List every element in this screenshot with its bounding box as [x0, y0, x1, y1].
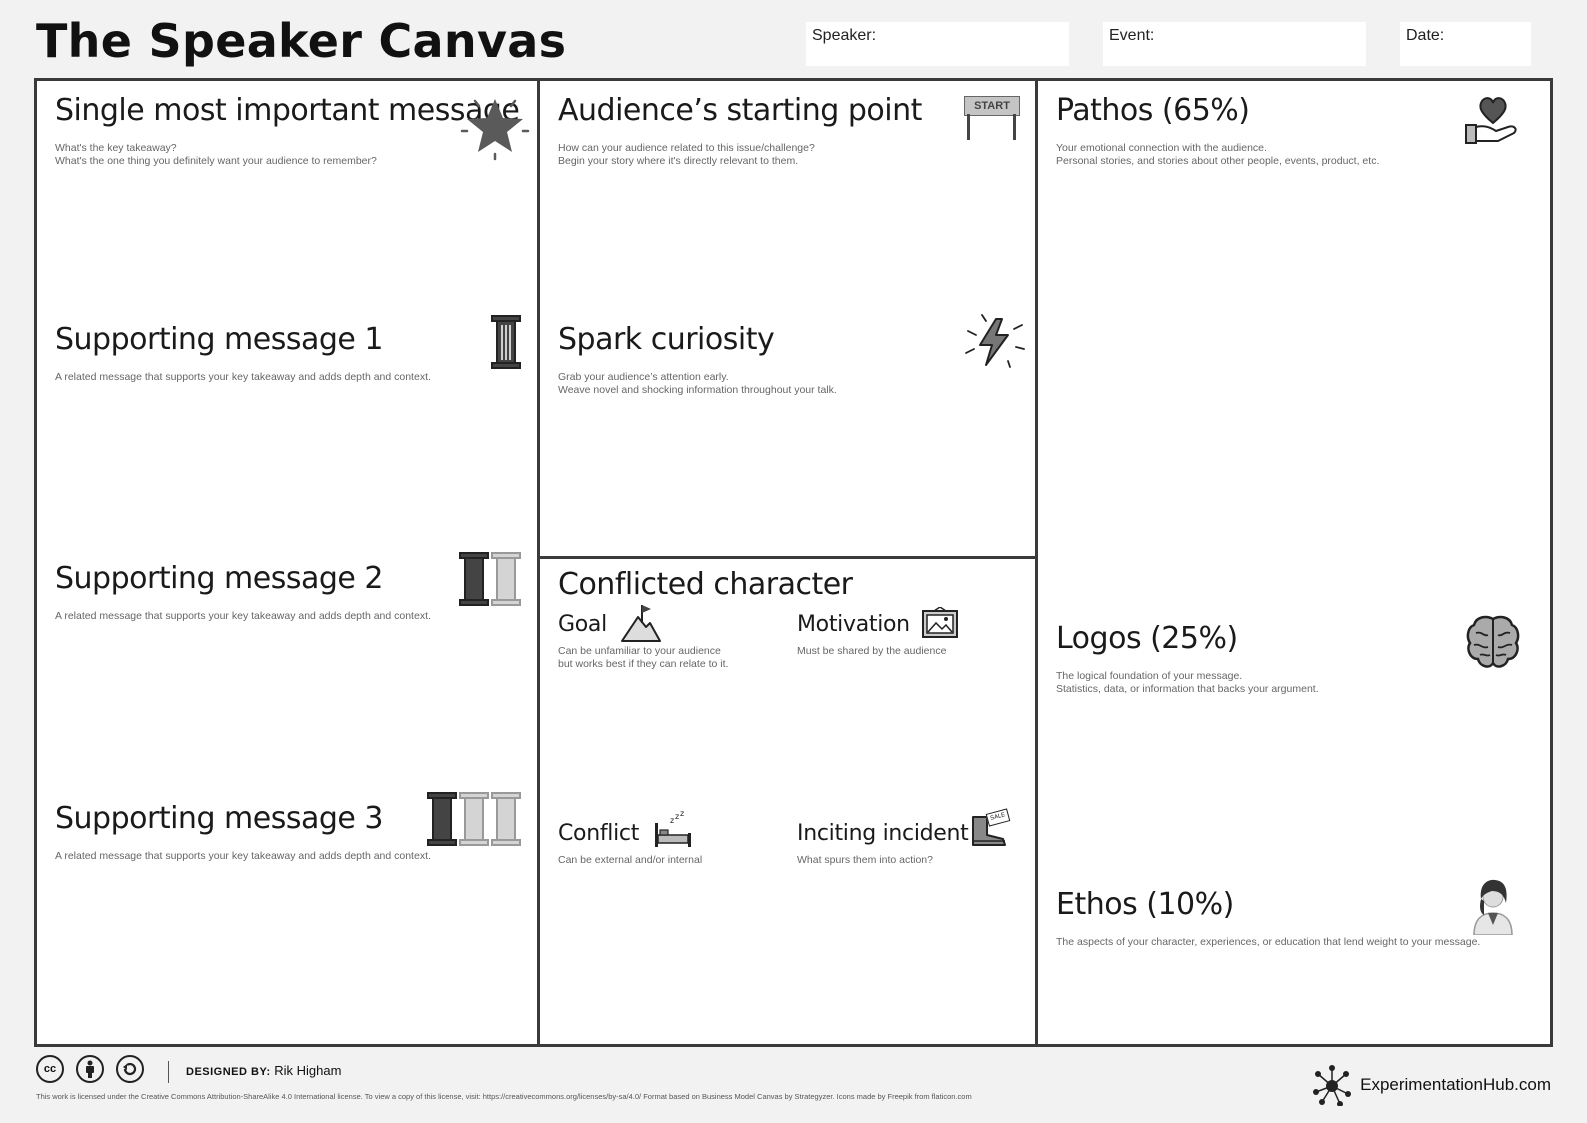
lightning-icon: [965, 314, 1025, 368]
date-label: Date:: [1406, 27, 1445, 44]
by-icon: [76, 1055, 104, 1083]
boot-icon: SALE: [969, 808, 1011, 851]
brain-icon: [1466, 615, 1520, 668]
canvas-board: Single most important message What's the…: [34, 78, 1553, 1047]
main-message-subtext: What's the key takeaway? What's the one …: [55, 142, 377, 167]
conflicted-character-section[interactable]: Conflicted character: [558, 567, 1021, 602]
supporting-message-2-section[interactable]: Supporting message 2 A related message t…: [55, 561, 523, 623]
designed-by: DESIGNED BY: Rik Higham: [186, 1063, 341, 1078]
svg-text:z: z: [675, 812, 679, 821]
supporting-message-3-subtext: A related message that supports your key…: [55, 850, 431, 862]
ethos-subtext: The aspects of your character, experienc…: [1056, 936, 1481, 948]
pathos-section[interactable]: Pathos (65%) Your emotional connection w…: [1056, 93, 1536, 168]
conflicted-character-title: Conflicted character: [558, 567, 853, 602]
messages-column: Single most important message What's the…: [37, 81, 540, 1044]
supporting-message-1-title: Supporting message 1: [55, 322, 383, 357]
designed-by-label: DESIGNED BY:: [186, 1066, 271, 1078]
page-title: The Speaker Canvas: [36, 14, 567, 68]
spark-curiosity-subtext: Grab your audience’s attention early. We…: [558, 371, 837, 396]
date-field[interactable]: Date:: [1400, 22, 1531, 66]
supporting-message-1-subtext: A related message that supports your key…: [55, 371, 431, 383]
story-column: Audience’s starting point How can your a…: [540, 81, 1038, 1044]
audience-subtext: How can your audience related to this is…: [558, 142, 815, 167]
mountain-flag-icon: [621, 605, 661, 642]
inciting-incident-subtext: What spurs them into action?: [797, 854, 933, 866]
star-icon: [460, 99, 530, 161]
event-label: Event:: [1109, 27, 1155, 44]
inciting-incident-section[interactable]: Inciting incident What spurs them into a…: [797, 821, 1027, 867]
logos-section[interactable]: Logos (25%) The logical foundation of yo…: [1056, 621, 1536, 696]
bed-icon: z z z: [655, 811, 691, 847]
footer-separator: [168, 1061, 169, 1083]
pillar-icon: [427, 792, 521, 846]
goal-section[interactable]: Goal Can be unfamiliar to your audience …: [558, 612, 778, 671]
audience-title: Audience’s starting point: [558, 93, 922, 128]
person-icon: [1473, 879, 1513, 935]
appeals-column: Pathos (65%) Your emotional connection w…: [1038, 81, 1550, 1044]
picture-icon: [922, 607, 958, 638]
inciting-incident-title: Inciting incident: [797, 821, 969, 846]
column-divider: [540, 556, 1035, 559]
license-text: This work is licensed under the Creative…: [36, 1092, 972, 1101]
pathos-subtext: Your emotional connection with the audie…: [1056, 142, 1380, 167]
motivation-subtext: Must be shared by the audience: [797, 645, 947, 657]
motivation-section[interactable]: Motivation Must be shared by the audienc…: [797, 612, 1017, 658]
logos-subtext: The logical foundation of your message. …: [1056, 670, 1319, 695]
pathos-title: Pathos (65%): [1056, 93, 1250, 128]
audience-section[interactable]: Audience’s starting point How can your a…: [558, 93, 1021, 168]
heart-hand-icon: [1465, 97, 1517, 144]
conflict-subtext: Can be external and/or internal: [558, 854, 703, 866]
spark-curiosity-title: Spark curiosity: [558, 322, 775, 357]
main-message-title: Single most important message: [55, 93, 520, 128]
footer: cc DESIGNED BY: Rik Higham This work is …: [36, 1052, 1551, 1112]
sa-icon: [116, 1055, 144, 1083]
svg-text:z: z: [680, 811, 684, 818]
pillar-icon: [491, 315, 521, 369]
speaker-label: Speaker:: [812, 27, 877, 44]
cc-icon: cc: [36, 1055, 64, 1083]
conflict-title: Conflict: [558, 821, 640, 846]
spark-curiosity-section[interactable]: Spark curiosity Grab your audience’s att…: [558, 322, 1021, 397]
conflict-section[interactable]: Conflict Can be external and/or internal: [558, 821, 778, 867]
pillar-icon: [459, 552, 521, 606]
ethos-section[interactable]: Ethos (10%) The aspects of your characte…: [1056, 887, 1536, 949]
goal-subtext: Can be unfamiliar to your audience but w…: [558, 645, 729, 670]
designer-name: Rik Higham: [274, 1063, 342, 1078]
svg-text:z: z: [670, 816, 674, 825]
supporting-message-2-title: Supporting message 2: [55, 561, 383, 596]
event-field[interactable]: Event:: [1103, 22, 1366, 66]
speaker-field[interactable]: Speaker:: [806, 22, 1069, 66]
main-message-section[interactable]: Single most important message What's the…: [55, 93, 523, 168]
start-sign-text: START: [964, 96, 1020, 116]
brand[interactable]: ExperimentationHub.com: [1312, 1064, 1551, 1106]
network-icon: [1313, 1065, 1352, 1106]
motivation-title: Motivation: [797, 612, 910, 637]
brand-text: ExperimentationHub.com: [1360, 1075, 1551, 1094]
supporting-message-2-subtext: A related message that supports your key…: [55, 610, 431, 622]
logos-title: Logos (25%): [1056, 621, 1238, 656]
supporting-message-3-title: Supporting message 3: [55, 801, 383, 836]
ethos-title: Ethos (10%): [1056, 887, 1234, 922]
start-sign-icon: START: [964, 96, 1022, 142]
supporting-message-3-section[interactable]: Supporting message 3 A related message t…: [55, 801, 523, 863]
supporting-message-1-section[interactable]: Supporting message 1 A related message t…: [55, 322, 523, 384]
goal-title: Goal: [558, 612, 607, 637]
